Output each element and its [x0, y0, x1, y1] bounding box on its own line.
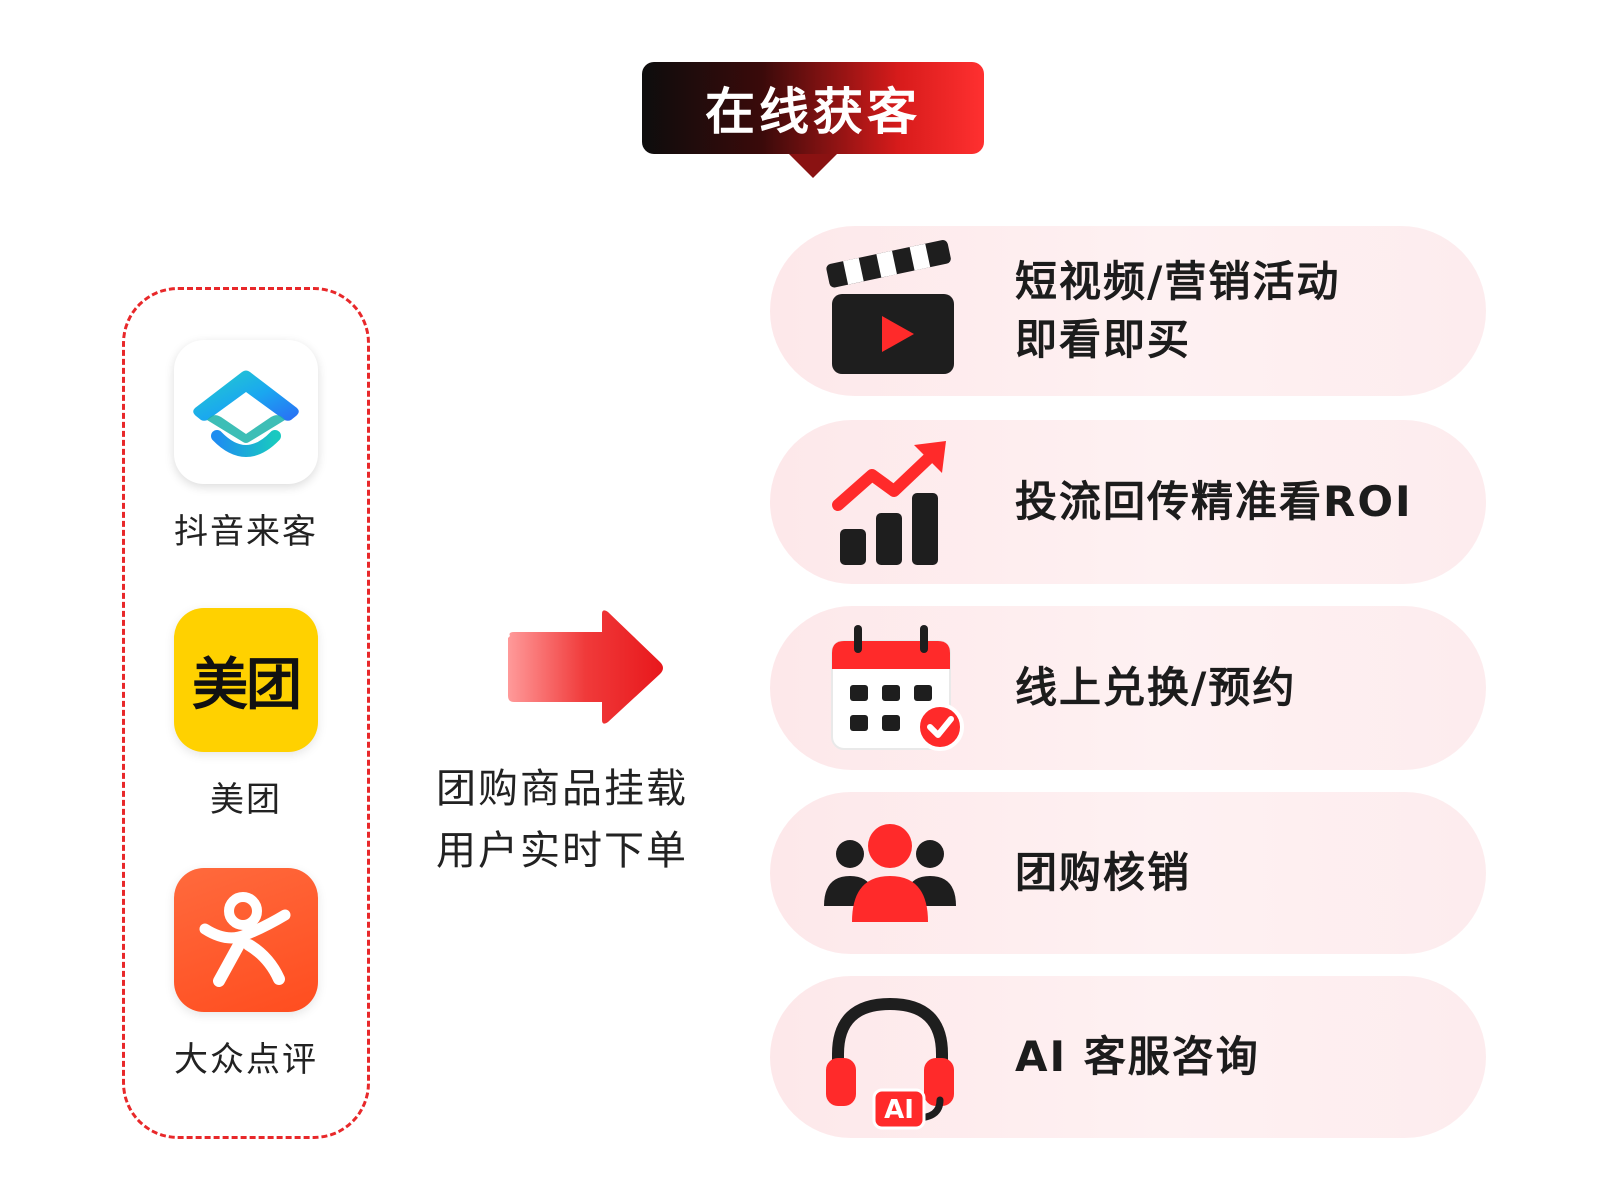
user-group-icon: [824, 824, 956, 922]
dianping-icon: [174, 868, 318, 1012]
douyin-laike-logo: [193, 370, 299, 457]
calendar-check-icon: [831, 625, 964, 751]
feature-card-short-video: 短视频/营销活动 即看即买: [770, 226, 1486, 396]
feature-text: AI 客服咨询: [1015, 1032, 1260, 1081]
feature-text: 投流回传精准看ROI: [1015, 477, 1413, 526]
feature-card-ai-service: AI AI 客服咨询: [770, 976, 1486, 1138]
platform-label: 大众点评: [174, 1040, 318, 1080]
feature-text: 团购核销: [1015, 848, 1192, 897]
platform-label: 美团: [210, 780, 282, 820]
feature-list: 短视频/营销活动 即看即买 投流回传精准看ROI 线上兑换: [770, 0, 1486, 1200]
platform-douyin-laike: 抖音来客: [125, 340, 367, 553]
flow-caption: 团购商品挂载 用户实时下单: [436, 758, 716, 882]
feature-card-roi: 投流回传精准看ROI: [770, 420, 1486, 584]
platform-label: 抖音来客: [174, 512, 318, 552]
feature-card-redeem: 线上兑换/预约: [770, 606, 1486, 770]
title-tag: 在线获客: [642, 62, 984, 178]
platform-dianping: 大众点评: [125, 868, 367, 1081]
meituan-logo-mark: 美团: [192, 652, 302, 718]
flow-caption-line-2: 用户实时下单: [436, 828, 688, 874]
douyin-laike-icon: [174, 340, 318, 484]
dianping-logo: [199, 892, 291, 987]
ai-badge-text: AI: [884, 1095, 914, 1125]
feature-text-line-1: 短视频/营销活动: [1015, 257, 1341, 306]
platform-meituan: 美团 美团: [125, 608, 367, 821]
flow-arrow-icon: [508, 610, 663, 724]
platform-group: 抖音来客 美团 美团 大众点评: [122, 287, 370, 1139]
feature-card-verify: 团购核销: [770, 792, 1486, 954]
flow-caption-line-1: 团购商品挂载: [436, 766, 688, 812]
feature-text: 短视频/营销活动 即看即买: [1015, 253, 1340, 369]
feature-text: 线上兑换/预约: [1015, 663, 1297, 712]
page-title: 在线获客: [705, 83, 921, 141]
meituan-icon: 美团: [174, 608, 318, 752]
growth-chart-icon: [832, 441, 946, 565]
feature-text-line-2: 即看即买: [1015, 315, 1192, 364]
clapperboard-play-icon: [826, 240, 954, 374]
ai-headset-icon: AI: [826, 997, 954, 1130]
